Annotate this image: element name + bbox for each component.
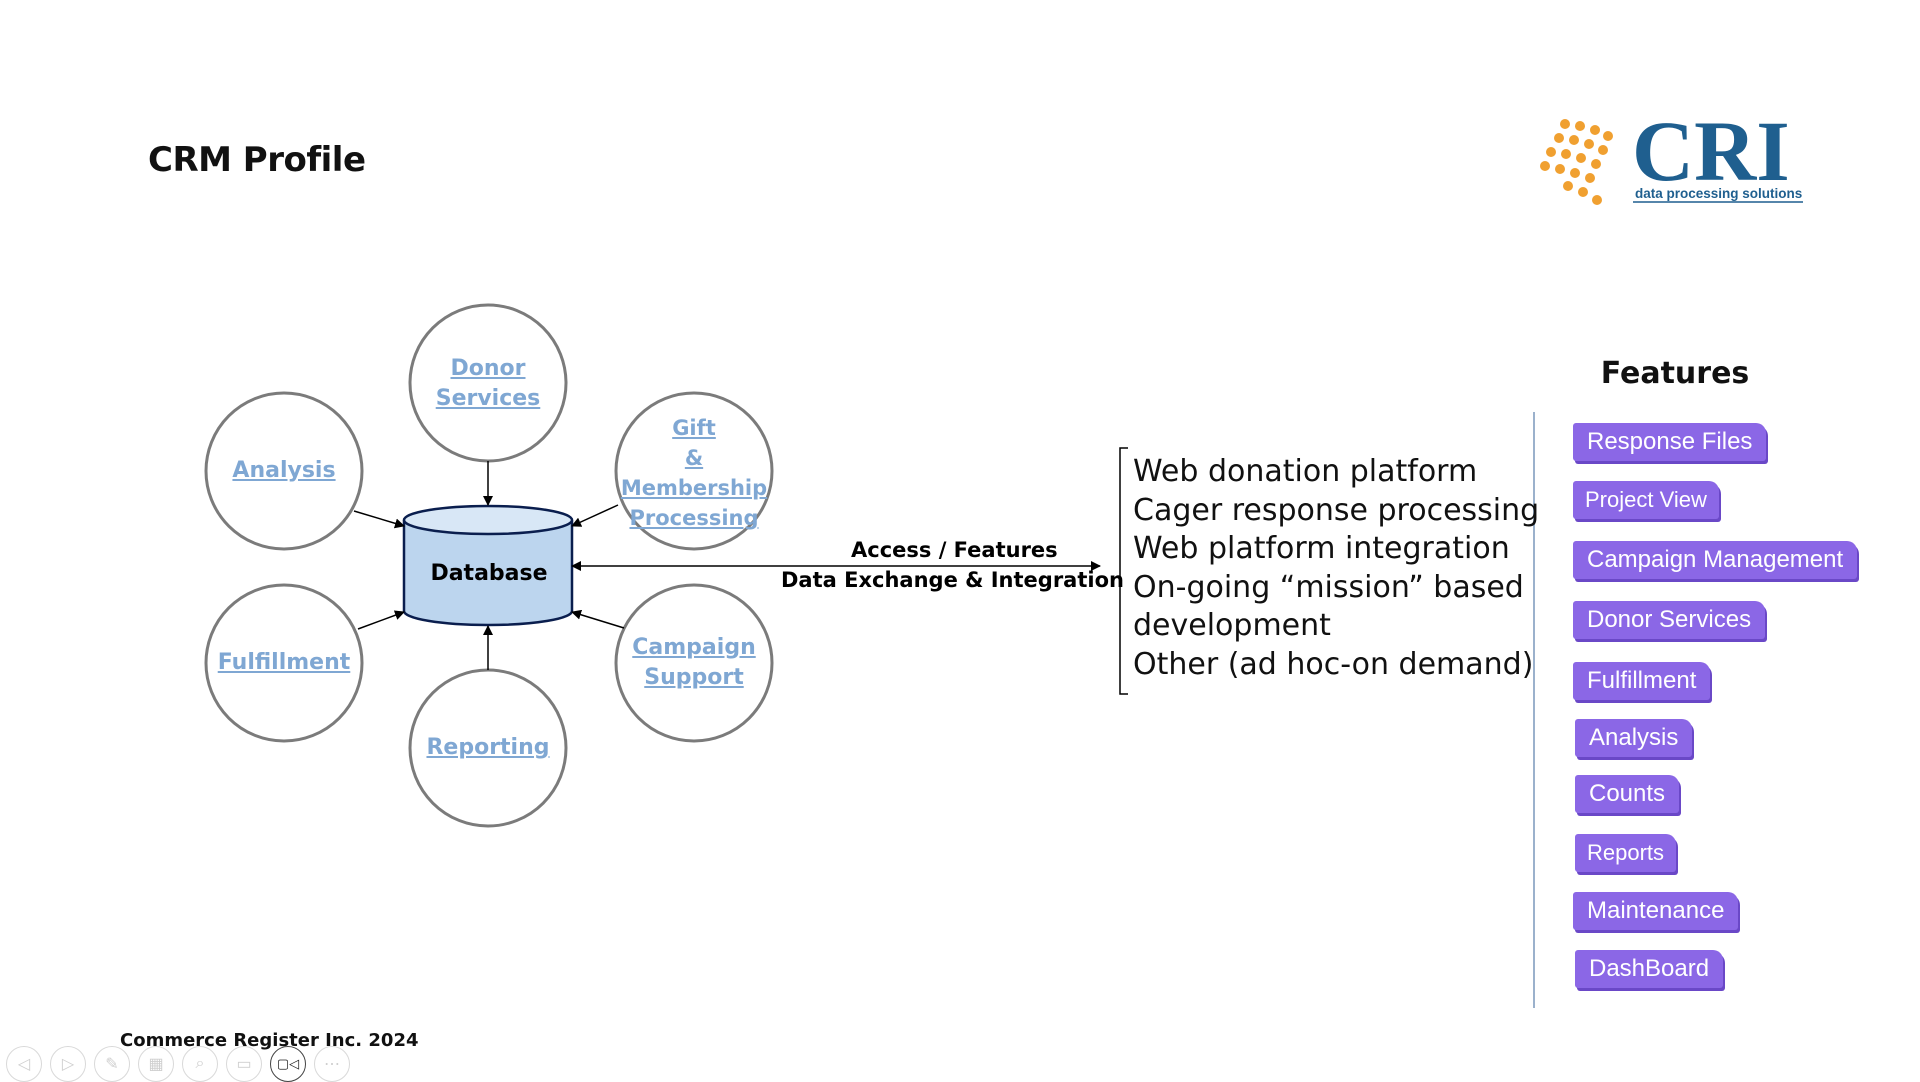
logo-tagline: data processing solutions [1635,186,1802,201]
features-heading: Features [1600,356,1750,391]
arrow-label-top: Access / Features [851,538,1058,562]
offering-item: Web platform integration [1133,531,1510,567]
presentation-toolbar: ◁ ▷ ✎ ▦ ⌕ ▭ ▢◁ ⋯ [6,1046,350,1082]
feature-project-view-button[interactable]: Project View [1573,481,1719,519]
node-gift-membership [614,391,774,551]
slide-title: CRM Profile [148,140,366,180]
more-icon[interactable]: ⋯ [314,1046,350,1082]
feature-campaign-management-button[interactable]: Campaign Management [1573,541,1858,579]
subtitles-icon[interactable]: ▭ [226,1046,262,1082]
offering-item: Web donation platform [1133,454,1478,489]
fulfillment-link[interactable]: Fulfillment [217,650,351,675]
camera-icon[interactable]: ▢◁ [270,1046,306,1082]
offering-item: development [1133,608,1331,644]
analysis-link[interactable]: Analysis [232,458,336,483]
offerings-list: Web donation platform Cager response pro… [1133,453,1539,685]
feature-analysis-button[interactable]: Analysis [1575,719,1693,757]
node-campaign-support [614,583,774,743]
offering-item: Cager response processing [1133,492,1540,528]
reporting-link[interactable]: Reporting [426,735,550,760]
slides-grid-icon[interactable]: ▦ [138,1046,174,1082]
pen-icon[interactable]: ✎ [94,1046,130,1082]
feature-fulfillment-button[interactable]: Fulfillment [1573,662,1711,700]
node-analysis [204,391,364,551]
zoom-icon[interactable]: ⌕ [182,1046,218,1082]
cri-logo: CRI data processing solutions [1535,103,1805,212]
arrow-label-bottom: Data Exchange & Integration [781,568,1124,592]
feature-response-files-button[interactable]: Response Files [1573,423,1767,461]
offerings-bracket [1119,447,1128,695]
logo-brand: CRI [1632,112,1790,199]
previous-icon[interactable]: ◁ [6,1046,42,1082]
offering-item: On-going “mission” based [1133,569,1524,605]
database-label: Database [430,561,548,586]
logo-dots-icon: CRI data processing solutions [1540,103,1803,205]
feature-maintenance-button[interactable]: Maintenance [1573,892,1739,930]
offering-item: Other (ad hoc-on demand) [1133,646,1534,682]
feature-dashboard-button[interactable]: DashBoard [1575,950,1724,988]
feature-counts-button[interactable]: Counts [1575,775,1680,813]
slide-footer: Commerce Register Inc. 2024 [120,1030,419,1051]
database-cylinder [402,504,574,627]
node-fulfillment [204,583,364,743]
next-icon[interactable]: ▷ [50,1046,86,1082]
feature-donor-services-button[interactable]: Donor Services [1573,601,1766,639]
feature-reports-button[interactable]: Reports [1575,834,1677,872]
